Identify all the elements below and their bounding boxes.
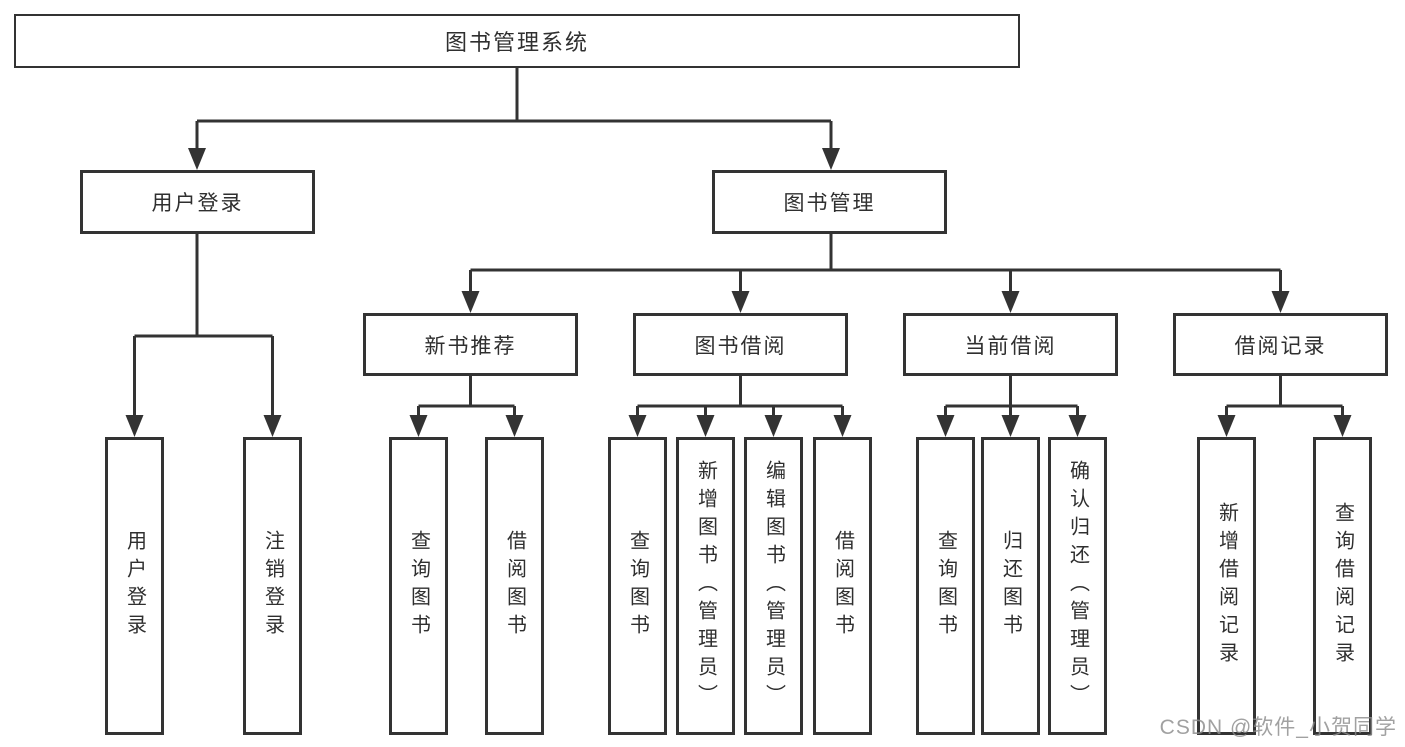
node-new-book-recommend-label: 新书推荐 — [424, 334, 517, 358]
connector-current-borrow — [936, 376, 1087, 437]
arrowhead — [505, 415, 524, 437]
node-new-book-recommend: 新书推荐 — [363, 313, 578, 376]
leaf-records-add-record: 新增借阅记录 — [1197, 437, 1256, 735]
leaf-records-add-record-label: 新增借阅记录 — [1215, 502, 1238, 670]
leaf-current-query-books: 查询图书 — [916, 437, 975, 735]
arrowhead — [409, 415, 428, 437]
arrowhead — [822, 148, 840, 170]
node-borrow-records: 借阅记录 — [1173, 313, 1388, 376]
leaf-borrow-query-books: 查询图书 — [608, 437, 667, 735]
node-book-borrow: 图书借阅 — [633, 313, 848, 376]
arrowhead — [1068, 415, 1087, 437]
leaf-logout-label: 注销登录 — [261, 530, 284, 642]
leaf-borrow-borrow-books: 借阅图书 — [813, 437, 872, 735]
arrowhead — [764, 415, 783, 437]
leaf-borrow-add-books-admin-label: 新增图书（管理员） — [694, 460, 717, 712]
leaf-logout: 注销登录 — [243, 437, 302, 735]
node-current-borrow-label: 当前借阅 — [964, 334, 1057, 358]
leaf-user-login: 用户登录 — [105, 437, 164, 735]
leaf-borrow-edit-books-admin: 编辑图书（管理员） — [744, 437, 803, 735]
node-borrow-records-label: 借阅记录 — [1234, 334, 1327, 358]
arrowhead — [1001, 415, 1020, 437]
leaf-current-return-books-label: 归还图书 — [999, 530, 1022, 642]
watermark: CSDN @软件_小贺同学 — [1159, 716, 1397, 739]
arrowhead — [1217, 415, 1236, 437]
leaf-records-query-record-label: 查询借阅记录 — [1331, 502, 1354, 670]
leaf-newbook-borrow-books: 借阅图书 — [485, 437, 544, 735]
arrowhead — [1333, 415, 1352, 437]
connector-book-management — [461, 234, 1290, 313]
arrowhead — [696, 415, 715, 437]
arrowhead — [1271, 291, 1290, 313]
leaf-borrow-borrow-books-label: 借阅图书 — [831, 530, 854, 642]
leaf-newbook-borrow-books-label: 借阅图书 — [503, 530, 526, 642]
arrowhead — [936, 415, 955, 437]
node-user-login: 用户登录 — [80, 170, 315, 234]
leaf-user-login-label: 用户登录 — [123, 530, 146, 642]
leaf-current-query-books-label: 查询图书 — [934, 530, 957, 642]
arrowhead — [1001, 291, 1020, 313]
node-book-management: 图书管理 — [712, 170, 947, 234]
leaf-borrow-edit-books-admin-label: 编辑图书（管理员） — [762, 460, 785, 712]
connector-new-book — [409, 376, 524, 437]
leaf-current-confirm-return-admin-label: 确认归还（管理员） — [1066, 460, 1089, 712]
connector-root — [188, 68, 840, 170]
leaf-records-query-record: 查询借阅记录 — [1313, 437, 1372, 735]
arrowhead — [263, 415, 282, 437]
leaf-current-confirm-return-admin: 确认归还（管理员） — [1048, 437, 1107, 735]
arrowhead — [731, 291, 750, 313]
leaf-current-return-books: 归还图书 — [981, 437, 1040, 735]
arrowhead — [188, 148, 206, 170]
node-root: 图书管理系统 — [14, 14, 1020, 68]
leaf-borrow-add-books-admin: 新增图书（管理员） — [676, 437, 735, 735]
leaf-borrow-query-books-label: 查询图书 — [626, 530, 649, 642]
arrowhead — [125, 415, 144, 437]
node-root-label: 图书管理系统 — [444, 30, 589, 55]
connector-borrow-records — [1217, 376, 1352, 437]
leaf-newbook-query-books: 查询图书 — [389, 437, 448, 735]
connector-book-borrow — [628, 376, 852, 437]
leaf-newbook-query-books-label: 查询图书 — [407, 530, 430, 642]
node-user-login-label: 用户登录 — [151, 192, 244, 215]
node-book-management-label: 图书管理 — [783, 192, 876, 215]
connector-user-login — [125, 234, 282, 437]
arrowhead — [628, 415, 647, 437]
node-book-borrow-label: 图书借阅 — [694, 334, 787, 358]
arrowhead — [461, 291, 480, 313]
node-current-borrow: 当前借阅 — [903, 313, 1118, 376]
arrowhead — [833, 415, 852, 437]
